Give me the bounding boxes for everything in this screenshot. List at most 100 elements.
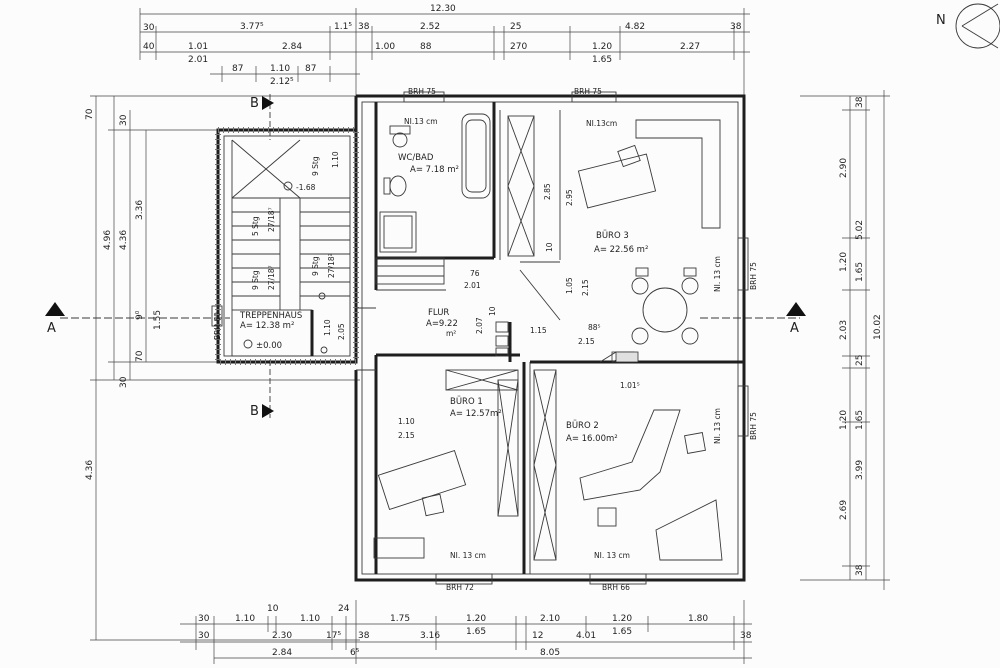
hall-name: FLUR — [428, 308, 449, 318]
office2-area: A= 16.00m² — [566, 434, 618, 444]
office3-dim-285: 2.85 — [543, 183, 552, 200]
office3-dim-215: 2.15 — [581, 279, 590, 296]
office1-name: BÜRO 1 — [450, 396, 483, 407]
bottom-dimension-lines — [180, 600, 752, 664]
dim-top-r2-1: 40 — [143, 42, 155, 52]
dim-top-7: 4.82 — [625, 22, 645, 32]
stair-steps-b: 27/18⁷ — [267, 265, 276, 290]
hall-dim-207: 2.07 — [475, 317, 484, 334]
dim-bottom-r2-4: 38 — [358, 631, 370, 641]
office2-furniture — [579, 351, 723, 561]
hall-dim-201: 2.01 — [464, 281, 481, 290]
stair-area: A= 12.38 m² — [240, 321, 294, 331]
stair-count-c: 9 Stg — [311, 256, 320, 276]
dim-left-3: 3.36 — [135, 200, 145, 220]
section-a-left: A — [47, 321, 56, 336]
office2-window: BRH 66 — [602, 583, 630, 592]
hall-dim-10: 10 — [488, 306, 497, 316]
office3-window: BRH 75 — [574, 87, 602, 96]
office3-side-window: BRH 75 — [749, 262, 758, 290]
dim-top-r2-8: 2.27 — [680, 42, 700, 52]
dim-top-5: 2.52 — [420, 22, 440, 32]
stair-steps-c: 27/18² — [327, 253, 336, 278]
dim-right-9: 1.20 — [839, 410, 849, 430]
left-dimension-lines — [90, 95, 360, 641]
office3-dim-215b: 2.15 — [578, 337, 595, 346]
hall-details — [356, 307, 509, 371]
office3-area: A= 22.56 m² — [594, 245, 648, 255]
dim-top-r3-1: 87 — [232, 64, 243, 74]
dim-right-11: 3.99 — [855, 460, 865, 480]
dim-left-2: 30 — [119, 114, 129, 126]
dim-top-r2-6: 270 — [510, 42, 527, 52]
hall-area-unit: m² — [446, 329, 456, 338]
office2-side-sill: NI. 13 cm — [713, 408, 722, 444]
bath-area: A= 7.18 m² — [410, 165, 459, 175]
office1-dim-215: 2.15 — [398, 431, 415, 440]
office3-dim-885: 88⁵ — [588, 323, 601, 332]
outer-walls — [215, 94, 746, 582]
section-b-top: B — [250, 96, 259, 111]
bath-sill: NI.13 cm — [404, 117, 438, 126]
office3-dim-105: 1.05 — [565, 277, 574, 294]
stairwell — [231, 139, 350, 357]
dim-right-10: 1.65 — [855, 410, 865, 430]
office1-sill: NI. 13 cm — [450, 551, 486, 560]
stair-steps-a: 27/18⁷ — [267, 207, 276, 232]
stair-dim-110: 1.10 — [331, 151, 340, 168]
bathroom-fixtures — [375, 113, 491, 285]
dim-top-r3-2: 1.10 — [270, 64, 290, 74]
dim-left-8: 70 — [135, 350, 145, 362]
dim-right-5: 1.65 — [855, 262, 865, 282]
dim-top-r2-3: 2.84 — [282, 42, 302, 52]
office1-area: A= 12.57m² — [450, 409, 502, 419]
bath-window: BRH 75 — [408, 87, 436, 96]
dim-right-1: 38 — [855, 96, 865, 108]
office3-sill: NI.13cm — [586, 119, 617, 128]
dim-bottom-10: 1.80 — [688, 614, 708, 624]
dim-top-6: 25 — [510, 22, 521, 32]
dim-top-r3b-1: 2.12⁵ — [270, 77, 294, 87]
office3-dim-10: 10 — [545, 242, 554, 252]
dim-bottom-3: 10 — [267, 604, 279, 614]
dim-bottom-r2-6: 12 — [532, 631, 543, 641]
dim-bottom-8: 2.10 — [540, 614, 560, 624]
hall-area: A=9.22 — [426, 319, 458, 329]
office3-name: BÜRO 3 — [596, 230, 629, 241]
stair-level-up: -1.68 — [296, 183, 316, 192]
stair-level: ±0.00 — [256, 341, 282, 351]
dim-bottom-r3-3: 8.05 — [540, 648, 560, 658]
office3-side-sill: NI. 13 cm — [713, 256, 722, 292]
dim-right-13: 38 — [855, 564, 865, 576]
dim-left-4: 4.36 — [119, 230, 129, 250]
top-dimension-lines — [139, 8, 750, 98]
dim-top-r2b-1: 2.01 — [188, 55, 208, 65]
dim-bottom-6: 1.75 — [390, 614, 410, 624]
dim-left-1: 70 — [85, 108, 95, 120]
dim-top-4: 38 — [358, 22, 370, 32]
dim-top-3: 1.1⁵ — [334, 22, 352, 32]
dim-top-r2-5: 88 — [420, 42, 432, 52]
dim-left-10: 4.36 — [85, 460, 95, 480]
dim-bottom-r3-2: 6⁵ — [350, 648, 360, 658]
section-b-bottom: B — [250, 404, 259, 419]
dim-left-6: 9⁰ — [135, 310, 145, 320]
wardrobe-closets — [445, 115, 557, 561]
dim-right-7: 2.03 — [839, 320, 849, 340]
office3-dim-1015: 1.01⁵ — [620, 381, 640, 390]
dim-top-r2-7: 1.20 — [592, 42, 612, 52]
dim-right-8: 25 — [855, 355, 865, 366]
dim-right-3: 5.02 — [855, 220, 865, 240]
dim-left-7: 1.55 — [153, 310, 163, 330]
dim-top-r2b-2: 1.65 — [592, 55, 612, 65]
dim-bottom-r2-1: 30 — [198, 631, 210, 641]
dim-bottom-r1b-2: 1.65 — [612, 627, 632, 637]
dim-bottom-r2-5: 3.16 — [420, 631, 440, 641]
office2-sill: NI. 13 cm — [594, 551, 630, 560]
office2-side-window: BRH 75 — [749, 412, 758, 440]
stair-name: TREPPENHAUS — [239, 311, 302, 321]
office3-furniture — [577, 119, 721, 363]
office1-furniture — [373, 449, 467, 559]
dim-bottom-r2-7: 4.01 — [576, 631, 596, 641]
